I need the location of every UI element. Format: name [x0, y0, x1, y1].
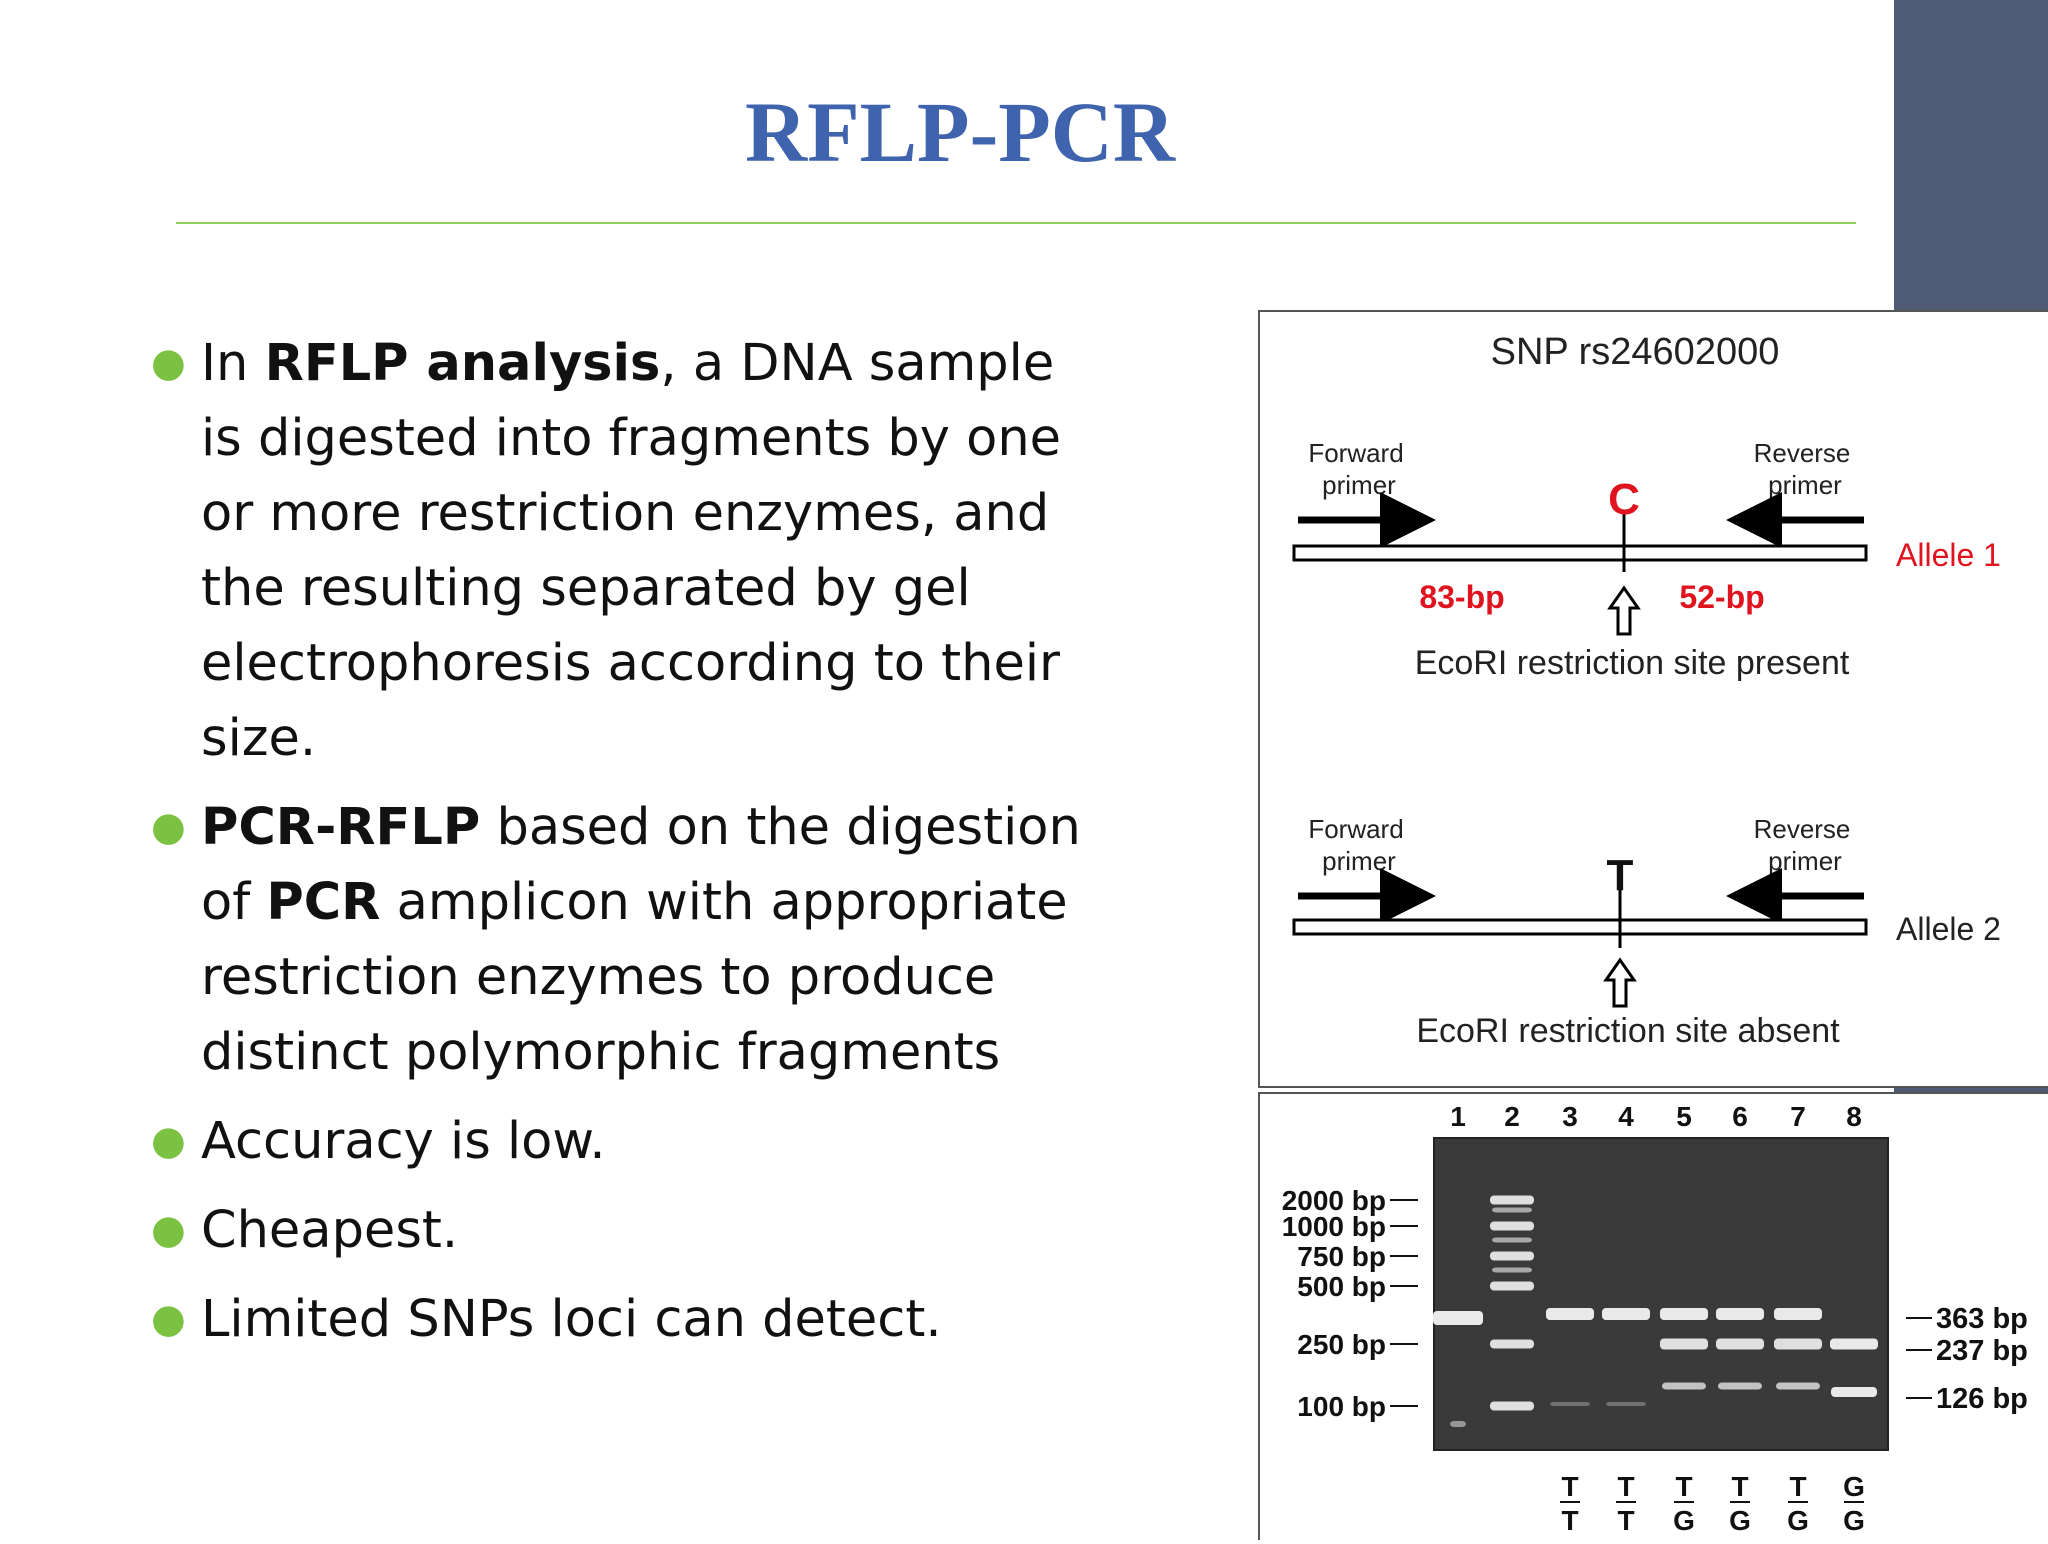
band-size-label: 237 bp [1936, 1335, 2028, 1367]
genotype-top-label: G [1843, 1471, 1865, 1502]
gel-band [1490, 1281, 1534, 1291]
gel-band [1716, 1338, 1764, 1350]
reverse-primer-label: Reverse [1754, 438, 1851, 468]
forward-primer-label: primer [1322, 846, 1396, 876]
bullet-item: ● Limited SNPs loci can detect. [145, 1282, 1105, 1357]
bullet-dot-icon: ● [151, 804, 186, 850]
genotype-bottom-label: G [1843, 1505, 1865, 1536]
bullet-dot-icon: ● [151, 1207, 186, 1253]
lane-number-label: 4 [1618, 1101, 1634, 1132]
bullet-text: Accuracy is low. [201, 1112, 606, 1171]
gel-band [1831, 1387, 1877, 1397]
genotype-top-label: T [1675, 1471, 1692, 1502]
gel-band [1550, 1402, 1590, 1406]
gel-band [1546, 1308, 1594, 1320]
site-present-label: EcoRI restriction site present [1415, 644, 1850, 682]
bullet-text: PCR-RFLP based on the digestion of PCR a… [201, 798, 1081, 1082]
genotype-bottom-label: G [1787, 1505, 1809, 1536]
bullet-item: ● Cheapest. [145, 1193, 1105, 1268]
lane-number-label: 2 [1504, 1101, 1520, 1132]
reverse-primer-label: Reverse [1754, 814, 1851, 844]
fragment-right-label: 52-bp [1679, 579, 1764, 615]
bullet-item: ● Accuracy is low. [145, 1104, 1105, 1179]
band-size-label: 363 bp [1936, 1303, 2028, 1335]
gel-band [1662, 1382, 1706, 1390]
genotype-top-label: T [1731, 1471, 1748, 1502]
lane-number-label: 5 [1676, 1101, 1692, 1132]
bullet-item: ● PCR-RFLP based on the digestion of PCR… [145, 790, 1105, 1090]
gel-background [1434, 1138, 1888, 1450]
gel-band [1490, 1195, 1534, 1205]
genotype-bottom-label: T [1617, 1505, 1634, 1536]
allele-diagram-panel: SNP rs24602000 Forward primer Reverse pr… [1258, 310, 2048, 1088]
ladder-size-label: 100 bp [1297, 1391, 1386, 1422]
gel-band [1774, 1308, 1822, 1320]
gel-band [1450, 1421, 1466, 1427]
gel-band [1776, 1382, 1820, 1390]
reverse-primer-label: primer [1768, 470, 1842, 500]
genotype-bottom-label: G [1673, 1505, 1695, 1536]
gel-band [1660, 1338, 1708, 1350]
gel-band [1660, 1308, 1708, 1320]
cut-site-arrow-icon [1607, 585, 1641, 636]
dna-strand-allele2 [1292, 918, 1868, 936]
gel-band [1492, 1237, 1532, 1243]
ladder-size-label: 250 bp [1297, 1329, 1386, 1360]
gel-band [1433, 1311, 1483, 1325]
lane-number-label: 8 [1846, 1101, 1862, 1132]
allele2-label: Allele 2 [1896, 911, 2001, 947]
gel-band [1490, 1339, 1534, 1349]
fragment-left-label: 83-bp [1419, 579, 1504, 615]
genotype-top-label: T [1561, 1471, 1578, 1502]
bullet-dot-icon: ● [151, 1118, 186, 1164]
gel-band [1602, 1308, 1650, 1320]
gel-band [1492, 1267, 1532, 1273]
title-divider [176, 222, 1856, 224]
bullet-text: In RFLP analysis, a DNA sample is digest… [201, 334, 1062, 768]
ladder-size-label: 750 bp [1297, 1241, 1386, 1272]
gel-band [1774, 1338, 1822, 1350]
dna-strand-allele1 [1292, 544, 1868, 562]
bullet-text: Cheapest. [201, 1201, 459, 1260]
ladder-size-label: 2000 bp [1282, 1185, 1386, 1216]
genotype-top-label: T [1617, 1471, 1634, 1502]
snp-title: SNP rs24602000 [1491, 331, 1780, 373]
reverse-primer-label: primer [1768, 846, 1842, 876]
lane-number-label: 3 [1562, 1101, 1578, 1132]
cut-site-arrow-icon [1603, 957, 1637, 1008]
snp-base-allele2: T [1607, 851, 1634, 900]
gel-band [1490, 1251, 1534, 1261]
slide-title: RFLP-PCR [745, 84, 1175, 180]
lane-number-label: 7 [1790, 1101, 1806, 1132]
forward-primer-label: Forward [1308, 438, 1403, 468]
gel-band [1830, 1338, 1878, 1350]
bullet-dot-icon: ● [151, 1296, 186, 1342]
gel-band [1490, 1401, 1534, 1411]
snp-base-allele1: C [1608, 475, 1640, 524]
genotype-bottom-label: G [1729, 1505, 1751, 1536]
gel-band [1492, 1207, 1532, 1213]
allele1-label: Allele 1 [1896, 537, 2001, 573]
gel-band [1718, 1382, 1762, 1390]
site-absent-label: EcoRI restriction site absent [1416, 1012, 1840, 1050]
ladder-size-label: 500 bp [1297, 1271, 1386, 1302]
genotype-bottom-label: T [1561, 1505, 1578, 1536]
forward-primer-label: primer [1322, 470, 1396, 500]
lane-number-label: 1 [1450, 1101, 1466, 1132]
bullet-item: ● In RFLP analysis, a DNA sample is dige… [145, 326, 1105, 776]
gel-band [1716, 1308, 1764, 1320]
band-size-label: 126 bp [1936, 1383, 2028, 1415]
bullet-text: Limited SNPs loci can detect. [201, 1290, 942, 1349]
lane-number-label: 6 [1732, 1101, 1748, 1132]
ladder-size-label: 1000 bp [1282, 1211, 1386, 1242]
gel-band [1606, 1402, 1646, 1406]
forward-primer-label: Forward [1308, 814, 1403, 844]
genotype-top-label: T [1789, 1471, 1806, 1502]
allele-diagram: SNP rs24602000 Forward primer Reverse pr… [1292, 331, 2001, 1050]
bullet-dot-icon: ● [151, 340, 186, 386]
gel-band [1490, 1221, 1534, 1231]
bullet-list: ● In RFLP analysis, a DNA sample is dige… [145, 326, 1105, 1357]
